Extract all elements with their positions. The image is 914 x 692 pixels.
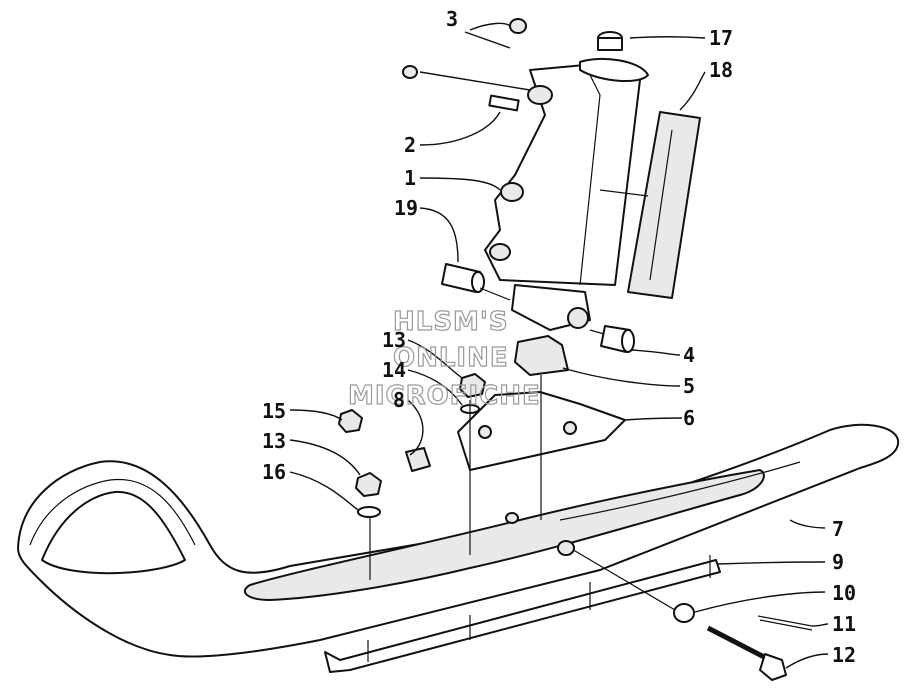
washer-16: [357, 506, 381, 518]
callout-2: 2: [404, 133, 416, 157]
callout-12: 12: [832, 643, 856, 667]
callout-3: 3: [446, 7, 458, 31]
watermark-line-1: HLSM'S: [393, 307, 509, 337]
spindle: [484, 64, 641, 286]
callout-7: 7: [832, 517, 844, 541]
bushing-4: [600, 325, 635, 353]
rubber-block: [514, 335, 569, 376]
callout-17: 17: [709, 26, 733, 50]
ski: [17, 423, 900, 658]
callout-11: 11: [832, 612, 856, 636]
nut-15: [338, 409, 363, 433]
callout-4: 4: [683, 343, 695, 367]
callout-15: 15: [262, 399, 286, 423]
assembly-lines: [369, 189, 676, 611]
callout-numbers: 3 17 18 2 1 19 4 5 6 13 14 8 15 13 16 7 …: [262, 7, 856, 667]
decal: [627, 111, 701, 299]
callout-13-lower: 13: [262, 429, 286, 453]
callout-9: 9: [832, 550, 844, 574]
washer-10: [673, 603, 695, 623]
callout-5: 5: [683, 374, 695, 398]
grease-cap: [579, 31, 649, 82]
callout-14: 14: [382, 358, 406, 382]
bolt-12: [706, 625, 787, 681]
leader-lines: [289, 22, 829, 669]
clevis: [511, 284, 591, 331]
spacer-8: [405, 447, 431, 472]
callout-6: 6: [683, 406, 695, 430]
callout-18: 18: [709, 58, 733, 82]
callout-1: 1: [404, 166, 416, 190]
callout-13-upper: 13: [382, 328, 406, 352]
nut-13-upper: [459, 373, 486, 398]
watermark-line-2: ONLINE: [393, 343, 509, 373]
callout-16: 16: [262, 460, 286, 484]
bolt-2: [488, 94, 520, 112]
nut-3: [402, 18, 527, 79]
watermark-line-3: MICROFICHE: [348, 381, 541, 411]
callout-10: 10: [832, 581, 856, 605]
callout-8: 8: [393, 388, 405, 412]
cotter-pin-11: [757, 615, 813, 631]
watermark: HLSM'S ONLINE MICROFICHE: [347, 306, 541, 411]
nut-13-lower: [355, 472, 382, 497]
wear-bar: [324, 555, 721, 673]
callout-19: 19: [394, 196, 418, 220]
bushing-19: [441, 263, 485, 293]
